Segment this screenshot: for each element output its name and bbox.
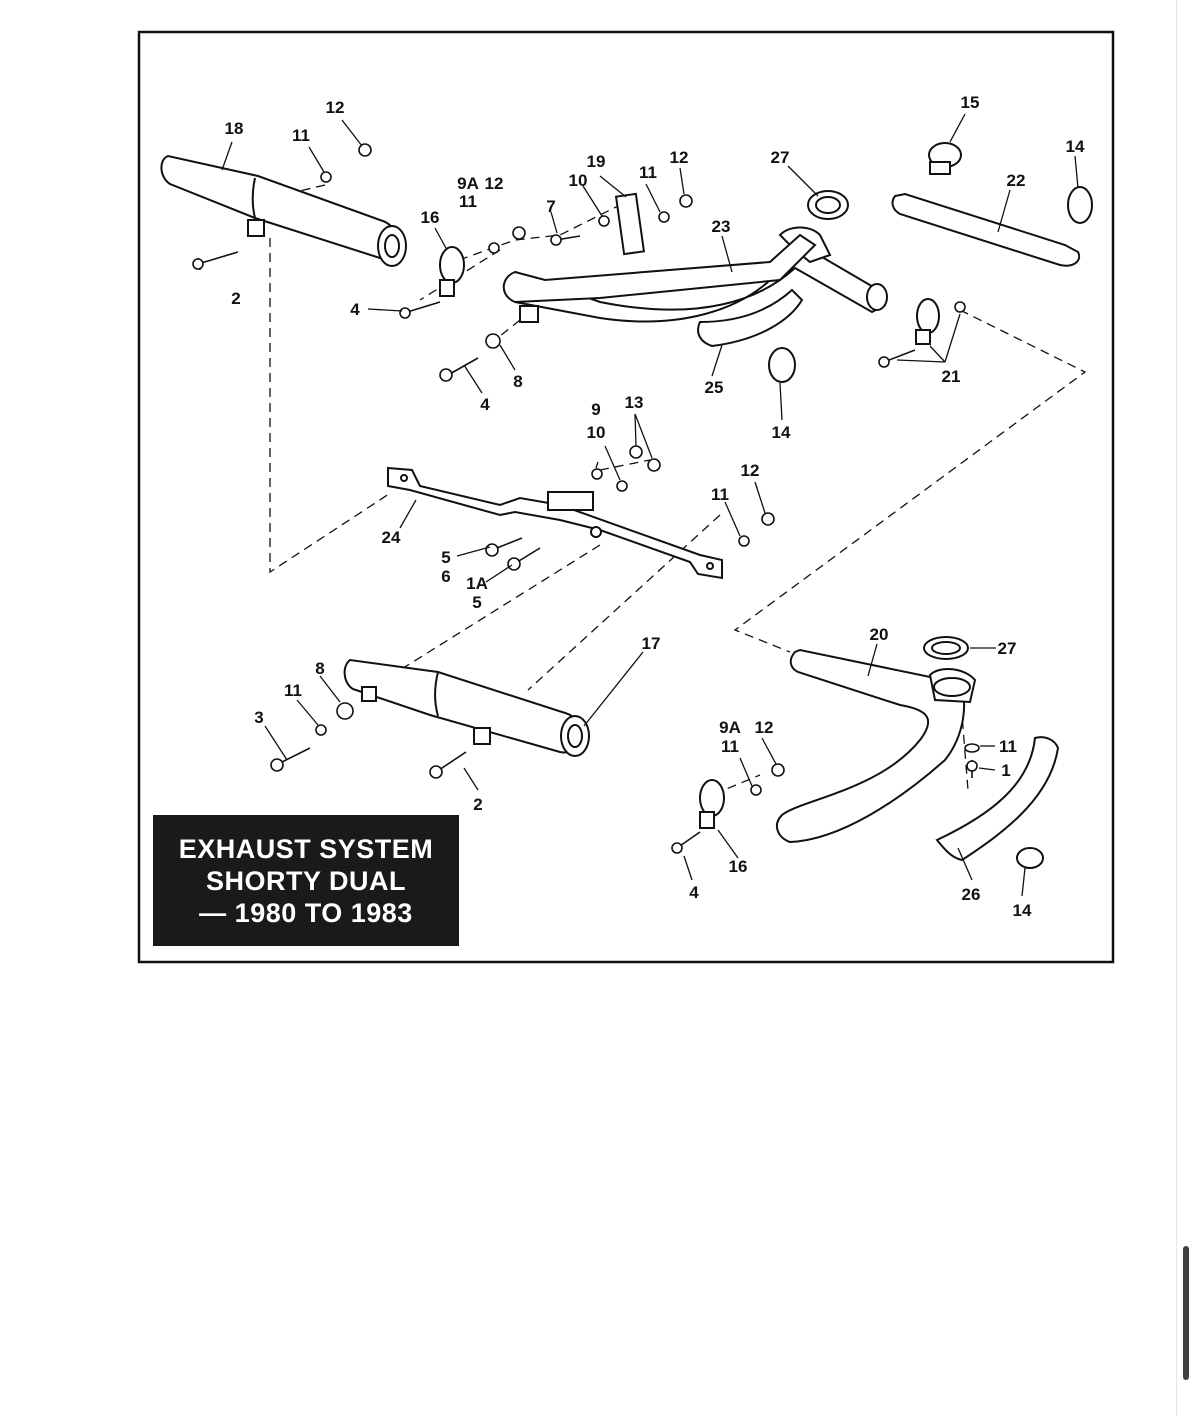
clamp-14-upper (1067, 186, 1093, 224)
clamp-16-upper (439, 246, 465, 284)
muffler-lower (343, 658, 590, 757)
callout-11: 11 (639, 163, 657, 182)
heat-shield-26 (935, 736, 1060, 862)
callout-4: 4 (480, 395, 490, 414)
callout-15: 15 (961, 93, 980, 112)
callout-18: 18 (225, 119, 244, 138)
callout-labels: 18 11 12 2 16 4 9A 12 11 7 10 19 11 12 2… (225, 93, 1085, 920)
bracket-19 (614, 192, 646, 256)
callout-27: 27 (998, 639, 1017, 658)
callout-5: 5 (472, 593, 481, 612)
callout-14: 14 (1066, 137, 1085, 156)
callout-2: 2 (473, 795, 482, 814)
callout-17: 17 (642, 634, 661, 653)
callout-23: 23 (712, 217, 731, 236)
clamp-14-mid (768, 347, 796, 383)
callout-10: 10 (569, 171, 588, 190)
diagram-frame (137, 30, 1115, 964)
callout-11: 11 (284, 681, 302, 700)
diagram-caption: EXHAUST SYSTEM SHORTY DUAL — 1980 TO 198… (153, 815, 459, 946)
callout-1: 1 (1001, 761, 1010, 780)
clamps (439, 142, 1093, 869)
clamp-21 (916, 298, 940, 334)
callout-9a: 9A (457, 174, 479, 193)
callout-4: 4 (350, 300, 360, 319)
callout-11: 11 (999, 737, 1017, 756)
callout-12: 12 (670, 148, 689, 167)
callout-10: 10 (587, 423, 606, 442)
callout-22: 22 (1007, 171, 1026, 190)
heat-shield-upper (891, 192, 1080, 267)
callout-11: 11 (711, 485, 729, 504)
fasteners (315, 143, 980, 796)
callout-24: 24 (382, 528, 401, 547)
callout-27: 27 (771, 148, 790, 167)
callout-12: 12 (485, 174, 504, 193)
callout-21: 21 (942, 367, 961, 386)
clamp-16-lower (699, 779, 725, 817)
callout-3: 3 (254, 708, 263, 727)
callout-11: 11 (459, 192, 477, 211)
callout-8: 8 (315, 659, 324, 678)
callout-4: 4 (689, 883, 699, 902)
callout-7: 7 (546, 197, 555, 216)
callout-12: 12 (741, 461, 760, 480)
callout-1a: 1A (466, 574, 488, 593)
bolts (192, 234, 978, 854)
callout-19: 19 (587, 152, 606, 171)
leader-lines (221, 113, 1079, 897)
callout-14: 14 (1013, 901, 1032, 920)
callout-12: 12 (755, 718, 774, 737)
callout-14: 14 (772, 423, 791, 442)
muffler-upper (160, 154, 407, 267)
callout-16: 16 (421, 208, 440, 227)
caption-line-3: — 1980 TO 1983 (199, 897, 413, 928)
caption-line-2: SHORTY DUAL (205, 865, 406, 896)
header-pipe-lower (775, 648, 977, 844)
callout-9: 9 (591, 400, 600, 419)
heat-shield-25 (697, 288, 804, 348)
callout-8: 8 (513, 372, 522, 391)
callout-6: 6 (441, 567, 450, 586)
callout-26: 26 (962, 885, 981, 904)
callout-2: 2 (231, 289, 240, 308)
header-pipe-upper (502, 226, 888, 323)
mounting-bracket (387, 466, 723, 580)
callout-25: 25 (705, 378, 724, 397)
callout-20: 20 (870, 625, 889, 644)
callout-12: 12 (326, 98, 345, 117)
callout-9a: 9A (719, 718, 741, 737)
callout-11: 11 (721, 737, 739, 756)
scrollbar-thumb[interactable] (1183, 1246, 1189, 1380)
callout-16: 16 (729, 857, 748, 876)
caption-line-1: EXHAUST SYSTEM (178, 833, 434, 864)
callout-11: 11 (292, 126, 310, 145)
callout-13: 13 (625, 393, 644, 412)
callout-5: 5 (441, 548, 450, 567)
clamp-14-lower (1016, 847, 1044, 869)
vertical-scrollbar[interactable] (1176, 0, 1193, 1416)
